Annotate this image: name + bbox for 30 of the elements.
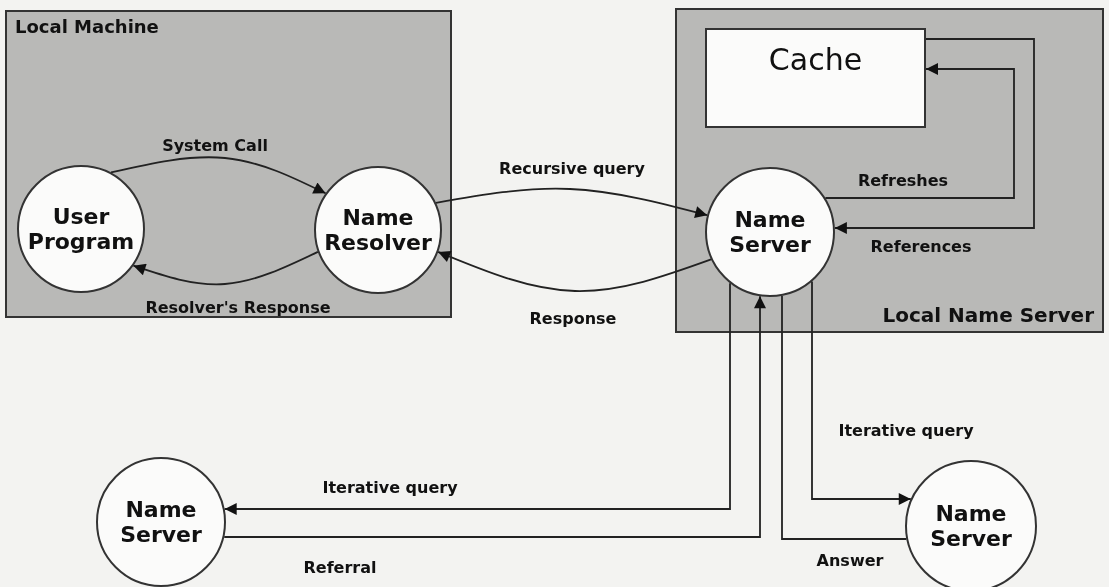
arrow [110, 156, 327, 195]
edge-label: System Call [162, 135, 268, 155]
node-label: Name Server [728, 206, 812, 258]
arrow [437, 250, 712, 292]
edge-label: Response [529, 308, 617, 328]
edge-label: Referral [303, 557, 377, 577]
edge-label: Resolver's Response [145, 297, 331, 317]
edge-label: Recursive query [499, 158, 645, 178]
panel-title: Local Machine [15, 16, 159, 37]
panel-title: Cache [767, 42, 864, 77]
arrow [223, 282, 731, 515]
panel-title: Local Name Server [882, 303, 1094, 327]
node-label: Name Server [929, 500, 1013, 552]
edge-label: Refreshes [857, 170, 949, 190]
arrow [811, 280, 912, 505]
node-label: User Program [26, 203, 136, 255]
edge-label: Iterative query [322, 477, 458, 497]
edge-label: Iterative query [838, 420, 974, 440]
arrow [435, 187, 709, 218]
arrow [132, 251, 319, 286]
server-panel [675, 8, 1104, 333]
machine-panel [5, 10, 452, 318]
node-label: Name Resolver [323, 204, 433, 256]
arrow [824, 63, 1015, 199]
cache-box [705, 28, 926, 128]
edge-label: Answer [816, 550, 884, 570]
arrow [223, 295, 766, 538]
arrow [834, 38, 1035, 234]
node-label: Name Server [119, 496, 203, 548]
edge-label: References [870, 236, 972, 256]
